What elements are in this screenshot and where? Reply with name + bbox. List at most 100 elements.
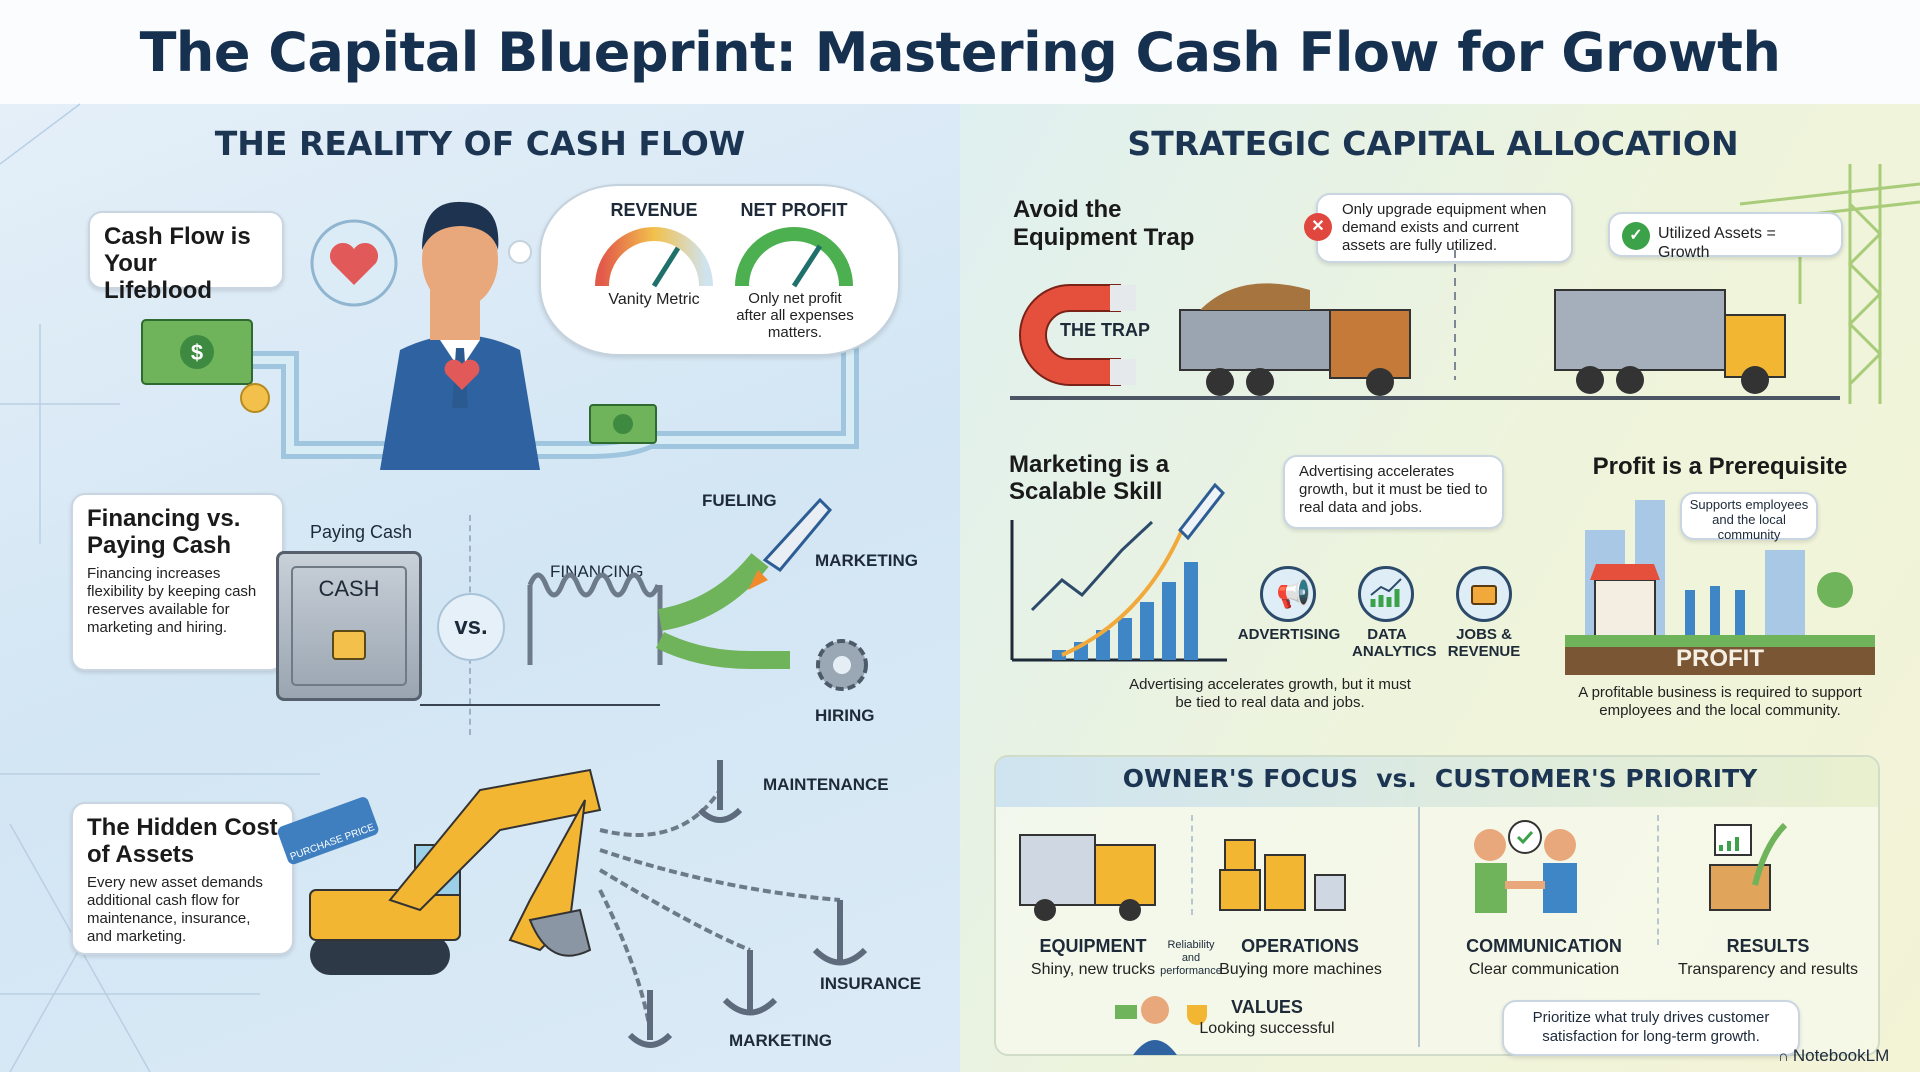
priority-note: Prioritize what truly drives customer sa… — [1502, 1000, 1800, 1056]
anchor-icons — [627, 760, 868, 1048]
revenue-caption: Vanity Metric — [608, 291, 700, 308]
trap-label: THE TRAP — [1060, 320, 1150, 340]
growth-chart-illustration — [1010, 482, 1227, 662]
hidden-cost-title: The Hidden Cost of Assets — [87, 814, 278, 868]
gauges — [595, 227, 853, 288]
financing-illustration — [420, 497, 868, 706]
overloaded-dump-truck-icon — [1179, 283, 1411, 396]
rocket-icon — [1178, 482, 1225, 541]
utilized-truck-icon — [1554, 289, 1786, 394]
net-profit-label: NET PROFIT — [740, 200, 848, 220]
anchor-label-marketing: MARKETING — [729, 1031, 832, 1050]
equipment-label: EQUIPMENT — [1039, 936, 1147, 956]
robots-icon — [1219, 839, 1346, 911]
focus-header — [996, 757, 1878, 807]
handshake-icon — [1474, 820, 1577, 913]
brand-label: NotebookLM — [1792, 1046, 1890, 1065]
semi-truck-icon — [1019, 834, 1156, 921]
revenue-label: REVENUE — [610, 200, 698, 220]
advertising-icon: 📢 — [1260, 566, 1316, 622]
focus-heading: OWNER'S FOCUS vs. CUSTOMER'S PRIORITY — [1040, 764, 1840, 793]
marketing-label: MARKETING — [815, 551, 918, 570]
vs-badge: vs. — [437, 593, 505, 661]
paying-cash-label: Paying Cash — [310, 522, 413, 542]
results-label: RESULTS — [1726, 936, 1810, 956]
svg-text:$: $ — [191, 340, 203, 365]
cash-bill-icon — [589, 404, 657, 444]
excavator-icon — [309, 768, 602, 975]
owner-focus-heading: OWNER'S FOCUS — [1122, 764, 1359, 793]
hiring-label: HIRING — [815, 706, 875, 725]
jobs-revenue-label: JOBS & REVENUE — [1447, 626, 1521, 660]
marketing-title: Marketing is a Scalable Skill — [1009, 451, 1170, 505]
thought-dot — [508, 240, 532, 264]
advertising-label: ADVERTISING — [1237, 626, 1341, 643]
spring-icon — [527, 572, 663, 665]
operations-label: OPERATIONS — [1241, 936, 1359, 956]
businessman-icon — [380, 201, 540, 470]
communication-label: COMMUNICATION — [1466, 936, 1622, 956]
customer-priority-heading: CUSTOMER'S PRIORITY — [1434, 764, 1758, 793]
anchor-label-maintenance: MAINTENANCE — [763, 775, 889, 794]
marketing-bubble: Advertising accelerates growth, but it m… — [1283, 455, 1504, 529]
financing-bubble: Financing vs. Paying Cash Financing incr… — [71, 493, 284, 671]
data-analytics-label: DATA ANALYTICS — [1352, 626, 1437, 660]
title-bar: The Capital Blueprint: Mastering Cash Fl… — [0, 0, 1920, 104]
marketing-caption: Advertising accelerates growth, but it m… — [1129, 676, 1411, 711]
check-icon: ✓ — [1622, 222, 1650, 250]
results-sub: Transparency and results — [1678, 961, 1858, 978]
marketing-bubble-text: Advertising accelerates growth, but it m… — [1299, 463, 1488, 516]
reliability-note: Reliability and performance — [1160, 939, 1222, 977]
successful-owner-icon — [1115, 996, 1207, 1055]
warning-bubble: ✕ Only upgrade equipment when demand exi… — [1304, 193, 1573, 263]
net-profit-gauge-icon — [735, 227, 853, 288]
safe-cash-label: CASH — [318, 576, 380, 601]
values-sub: Looking successful — [1199, 1020, 1335, 1037]
communication-sub: Clear communication — [1468, 961, 1620, 978]
notebooklm-logo-icon: ∩ — [1778, 1047, 1789, 1065]
chains — [598, 788, 841, 1031]
growth-bubble: ✓ Utilized Assets = Growth — [1608, 212, 1843, 261]
financing-body: Financing increases flexibility by keepi… — [87, 565, 257, 636]
hidden-cost-bubble: The Hidden Cost of Assets Every new asse… — [71, 802, 294, 955]
warning-text: Only upgrade equipment when demand exist… — [1342, 201, 1547, 254]
customer-divider — [1657, 815, 1659, 945]
x-mark-icon: ✕ — [1304, 213, 1332, 241]
values-label: VALUES — [1231, 997, 1303, 1017]
financing-title: Financing vs. Paying Cash — [87, 505, 241, 559]
gear-icon — [816, 639, 868, 691]
briefcase-icon — [1456, 566, 1512, 622]
equipment-trap-title: Avoid the Equipment Trap — [1013, 196, 1195, 251]
cash-flow-pipeline-illustration: $ — [141, 201, 859, 470]
community-bubble: Supports employees and the local communi… — [1680, 492, 1818, 542]
padlock-icon — [332, 630, 366, 660]
revenue-gauge-icon — [595, 227, 713, 288]
focus-illustrations — [1019, 820, 1788, 1055]
rocket-icon — [748, 497, 833, 590]
operations-sub: Buying more machines — [1219, 961, 1382, 978]
profit-title: Profit is a Prerequisite — [1592, 453, 1848, 480]
data-analytics-icon — [1358, 566, 1414, 622]
focus-divider — [1418, 807, 1420, 1047]
results-box-icon — [1709, 822, 1788, 911]
anchor-label-insurance: INSURANCE — [820, 974, 922, 993]
lifeblood-bubble: Cash Flow is Your Lifeblood — [88, 211, 284, 304]
page-title: The Capital Blueprint: Mastering Cash Fl… — [139, 20, 1781, 84]
profit-caption: A profitable business is required to sup… — [1578, 684, 1862, 719]
cash-stack-icon: $ — [141, 319, 270, 413]
owner-divider — [1191, 815, 1193, 915]
growth-text: Utilized Assets = Growth — [1658, 225, 1776, 261]
net-profit-caption: Only net profit after all expenses matte… — [736, 290, 854, 341]
community-illustration — [1565, 500, 1875, 675]
allocation-heading: STRATEGIC CAPITAL ALLOCATION — [1127, 124, 1739, 163]
profit-ground-label: PROFIT — [1676, 645, 1764, 672]
excavator-anchors-illustration: PURCHASE PRICE — [277, 760, 868, 1048]
reality-heading: THE REALITY OF CASH FLOW — [214, 124, 746, 163]
heart-bubble-icon — [310, 219, 398, 307]
safe-icon: CASH — [276, 551, 422, 701]
hidden-cost-body: Every new asset demands additional cash … — [87, 874, 263, 945]
magnet-icon — [1019, 284, 1136, 386]
brand: ∩ NotebookLM — [1778, 1046, 1889, 1066]
fueling-label: FUELING — [702, 491, 777, 510]
equipment-sub: Shiny, new trucks — [1030, 961, 1156, 978]
